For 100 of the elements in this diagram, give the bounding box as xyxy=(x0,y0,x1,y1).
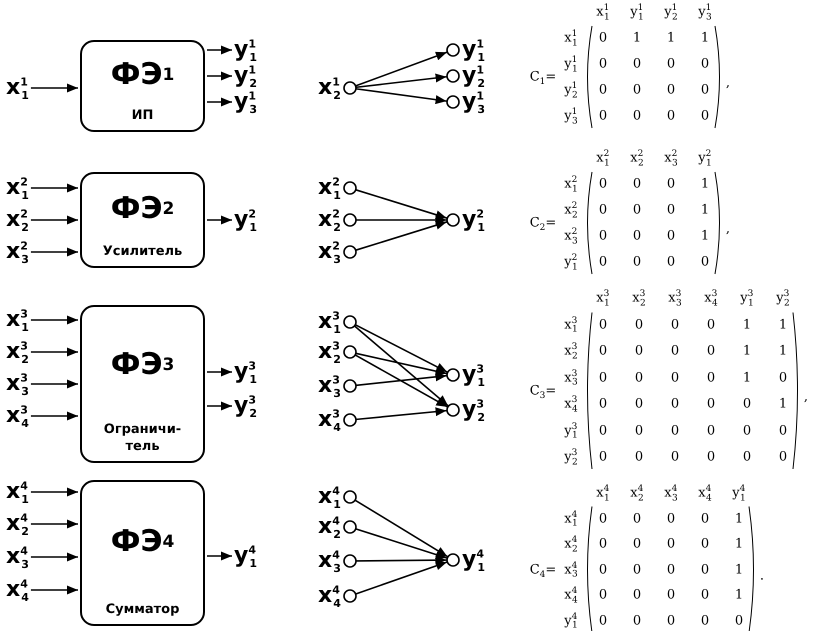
arrow xyxy=(30,520,78,528)
matrix-entry: 0 xyxy=(706,317,716,332)
matrix-entry: 0 xyxy=(700,588,710,602)
arrow xyxy=(30,412,78,420)
matrix-entry: 1 xyxy=(734,511,744,526)
matrix-entry: 0 xyxy=(632,562,642,577)
matrix-entry: 0 xyxy=(598,450,608,464)
matrix-entry: 0 xyxy=(700,82,710,98)
matrix-entry: 1 xyxy=(778,317,788,332)
matrix-entry: 0 xyxy=(666,202,676,218)
matrix-entry: 0 xyxy=(634,423,644,438)
matrix-entry: 1 xyxy=(700,228,710,244)
matrix-entry: 0 xyxy=(598,588,608,602)
matrix-entry: 0 xyxy=(666,536,676,552)
arrow xyxy=(356,528,448,559)
matrix-entry: 1 xyxy=(666,30,676,46)
matrix-entry: 0 xyxy=(742,450,752,464)
arrow xyxy=(207,402,232,410)
matrix-entry: 0 xyxy=(598,254,608,270)
arrow xyxy=(207,72,232,80)
block-caption: Усилитель xyxy=(102,244,184,261)
function-block xyxy=(80,480,205,626)
matrix-entry: 0 xyxy=(598,228,608,244)
arrow xyxy=(30,248,78,256)
block-caption: Сумматор xyxy=(104,602,180,619)
arrow xyxy=(30,216,78,224)
matrix-entry: 0 xyxy=(700,108,710,124)
matrix-entry: 1 xyxy=(734,588,744,602)
punctuation-mark: , xyxy=(726,76,730,90)
matrix-entry: 0 xyxy=(706,396,716,412)
matrix-entry: 0 xyxy=(778,423,788,438)
matrix-entry: 0 xyxy=(598,344,608,358)
matrix-entry: 0 xyxy=(666,56,676,72)
arrow xyxy=(30,552,78,562)
matrix-entry: 1 xyxy=(778,344,788,358)
matrix-entry: 0 xyxy=(632,228,642,244)
matrix-entry: 0 xyxy=(632,176,642,192)
matrix-entry: 1 xyxy=(742,370,752,385)
matrix-entry: 0 xyxy=(706,423,716,438)
matrix-entry: 0 xyxy=(634,370,644,385)
matrix-name: C$_{2}$= xyxy=(530,216,556,230)
matrix-entry: 0 xyxy=(632,536,642,552)
arrow xyxy=(356,352,447,376)
matrix-entry: 0 xyxy=(598,30,608,46)
matrix-entry: 0 xyxy=(666,228,676,244)
arrow xyxy=(356,74,447,88)
matrix-entry: 0 xyxy=(598,108,608,124)
matrix-entry: 0 xyxy=(666,588,676,602)
punctuation-mark: . xyxy=(760,568,764,583)
matrix-entry: 0 xyxy=(778,370,788,385)
arrow xyxy=(30,316,78,324)
arrow xyxy=(207,46,232,54)
matrix-entry: 0 xyxy=(598,370,608,385)
matrix-entry: 0 xyxy=(598,423,608,438)
matrix-entry: 0 xyxy=(598,317,608,332)
arrow xyxy=(354,326,449,406)
arrow xyxy=(355,324,448,373)
matrix-entry: 1 xyxy=(700,176,710,192)
arrow xyxy=(356,88,447,104)
matrix-entry: 0 xyxy=(666,82,676,98)
arrow xyxy=(355,354,448,408)
matrix-entry: 0 xyxy=(632,202,642,218)
matrix-entry: 0 xyxy=(666,108,676,124)
matrix-entry: 0 xyxy=(706,450,716,464)
matrix-entry: 0 xyxy=(598,536,608,552)
matrix-entry: 0 xyxy=(670,344,680,358)
matrix-entry: 0 xyxy=(632,108,642,124)
matrix-name: C$_{3}$= xyxy=(530,383,556,398)
matrix-entry: 1 xyxy=(734,536,744,552)
arrow xyxy=(30,348,78,356)
matrix-name: C$_{1}$= xyxy=(530,70,556,84)
matrix-entry: 0 xyxy=(700,562,710,577)
matrix-entry: 0 xyxy=(632,511,642,526)
matrix-entry: 0 xyxy=(670,317,680,332)
matrix-entry: 0 xyxy=(706,370,716,385)
matrix-entry: 0 xyxy=(598,396,608,412)
matrix-entry: 0 xyxy=(632,56,642,72)
matrix-entry: 0 xyxy=(666,613,676,628)
matrix-entry: 0 xyxy=(778,450,788,464)
arrow xyxy=(207,216,232,224)
matrix-entry: 1 xyxy=(778,396,788,412)
arrow xyxy=(30,84,78,92)
punctuation-mark: , xyxy=(726,222,730,236)
matrix-entry: 0 xyxy=(742,396,752,412)
arrow xyxy=(30,380,78,388)
matrix-entry: 0 xyxy=(666,176,676,192)
arrow xyxy=(207,368,232,376)
arrow xyxy=(207,98,232,106)
matrix-entry: 0 xyxy=(632,254,642,270)
arrow xyxy=(356,407,447,420)
matrix-entry: 0 xyxy=(706,344,716,358)
matrix-entry: 0 xyxy=(670,396,680,412)
arrow xyxy=(356,216,446,224)
matrix-entry: 0 xyxy=(598,613,608,628)
block-caption: Ограничи- тель xyxy=(102,422,182,456)
matrix-entry: 0 xyxy=(598,56,608,72)
arrow xyxy=(207,552,232,560)
matrix-entry: 0 xyxy=(634,317,644,332)
block-caption: ИП xyxy=(130,108,154,125)
arrow xyxy=(356,561,448,595)
